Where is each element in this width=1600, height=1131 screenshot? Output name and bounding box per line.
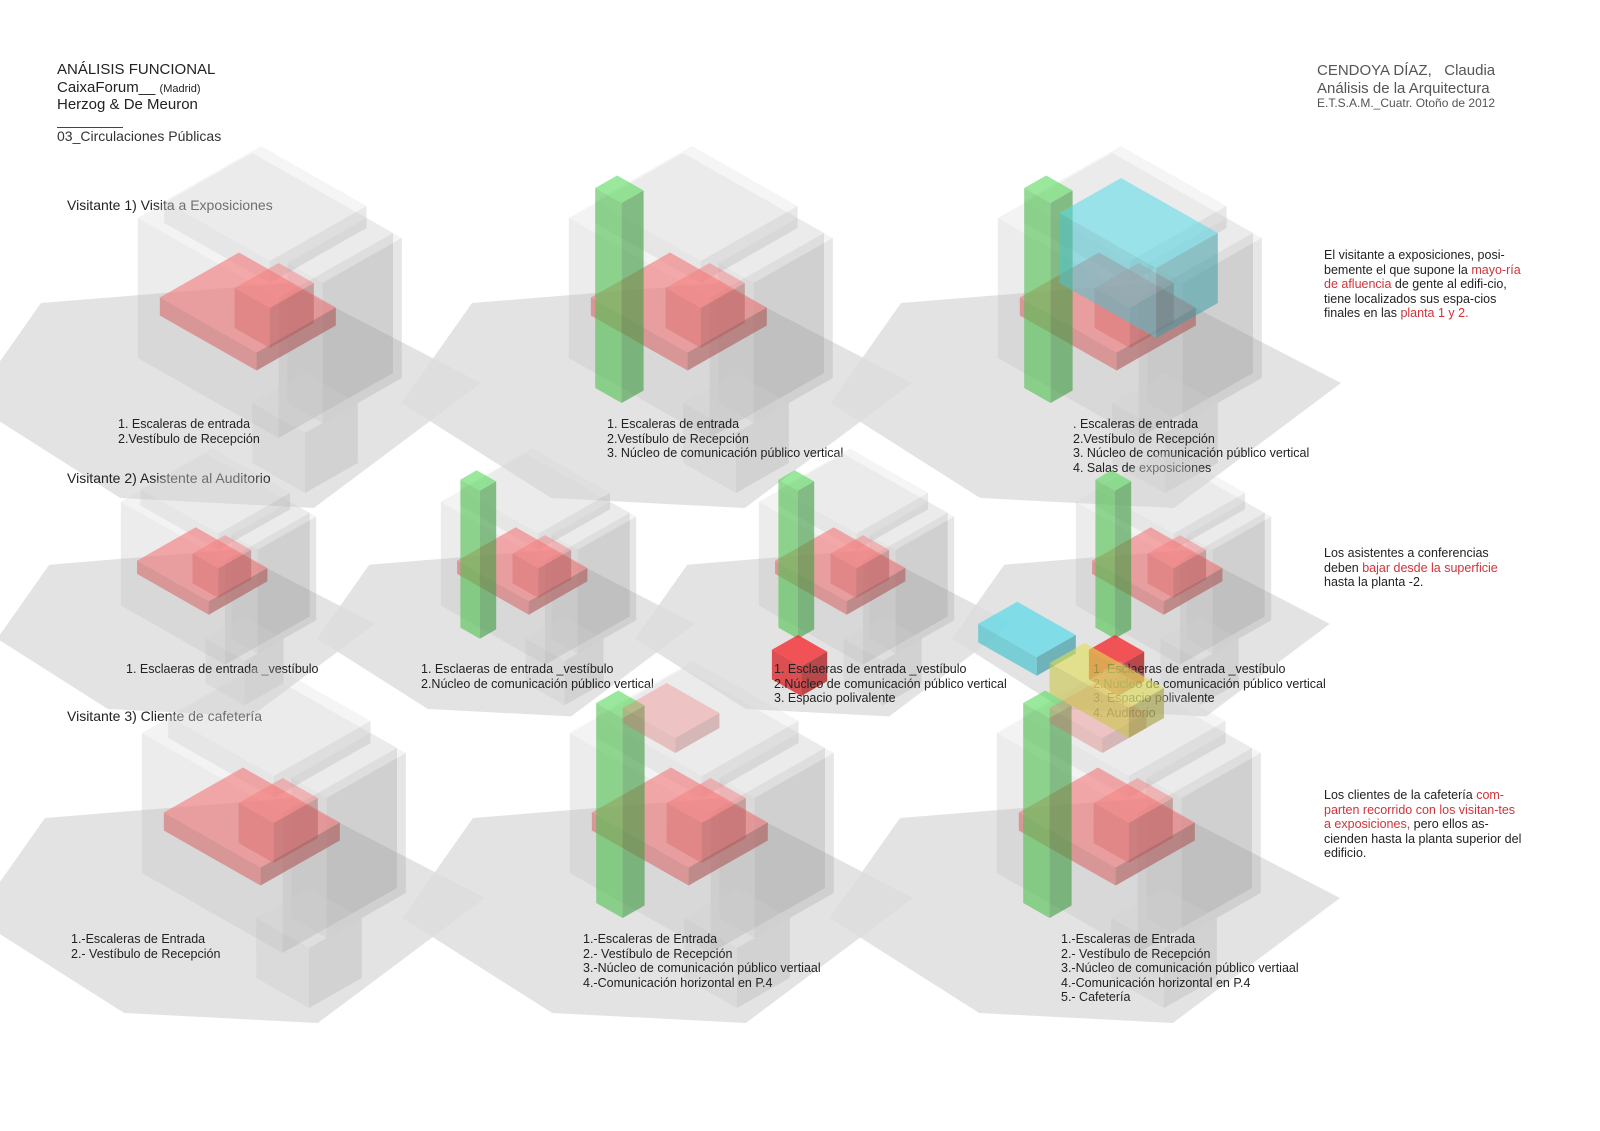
- author-surname: CENDOYA DÍAZ,: [1317, 62, 1432, 79]
- sheet-title: ANÁLISIS FUNCIONAL: [57, 61, 215, 79]
- caption-line: 4.-Comunicación horizontal en P.4: [583, 976, 821, 991]
- captions-v2-3: 1. Esclaeras de entrada _vestíbulo 2.Núc…: [774, 662, 1007, 706]
- vertical-core-volume: [1050, 706, 1072, 919]
- author-first-name: Claudia: [1444, 62, 1495, 79]
- captions-v1-1: 1. Escaleras de entrada 2.Vestíbulo de R…: [118, 417, 260, 446]
- caption-line: 5.- Cafetería: [1061, 990, 1299, 1005]
- vertical-core-volume: [1024, 188, 1050, 403]
- building-city: (Madrid): [160, 83, 201, 95]
- vertical-core-volume: [623, 706, 645, 919]
- note-text: hasta la planta -2.: [1324, 575, 1423, 589]
- caption-line: 3.-Núcleo de comunicación público vertia…: [1061, 961, 1299, 976]
- vertical-core-volume: [596, 703, 622, 918]
- caption-line: . Escaleras de entrada: [1073, 417, 1309, 432]
- author: CENDOYA DÍAZ, Claudia: [1317, 62, 1495, 80]
- vertical-core-volume: [480, 481, 496, 638]
- caption-line: 2.- Vestíbulo de Recepción: [1061, 947, 1299, 962]
- captions-v2-1: 1. Esclaeras de entrada _vestíbulo: [126, 662, 318, 677]
- caption-line: 1. Escaleras de entrada: [607, 417, 843, 432]
- school-term: E.T.S.A.M._Cuatr. Otoño de 2012: [1317, 96, 1495, 110]
- caption-line: 1. Escaleras de entrada: [118, 417, 260, 432]
- caption-line: 2.- Vestíbulo de Recepción: [583, 947, 821, 962]
- note-visitor-1: El visitante a exposiciones, posi-bement…: [1324, 248, 1524, 321]
- caption-line: 3. Núcleo de comunicación público vertic…: [607, 446, 843, 461]
- note-visitor-3: Los clientes de la cafetería com-parten …: [1324, 788, 1524, 861]
- captions-v2-2: 1. Esclaeras de entrada _vestíbulo 2.Núc…: [421, 662, 654, 691]
- captions-v3-3: 1.-Escaleras de Entrada 2.- Vestíbulo de…: [1061, 932, 1299, 1005]
- captions-v1-2: 1. Escaleras de entrada 2.Vestíbulo de R…: [607, 417, 843, 461]
- caption-line: 1.-Escaleras de Entrada: [71, 932, 220, 947]
- caption-line: 3.-Núcleo de comunicación público vertia…: [583, 961, 821, 976]
- diagram-v2-4: [1017, 488, 1353, 658]
- vertical-core-volume: [1095, 480, 1115, 639]
- vertical-core-volume: [460, 480, 480, 639]
- caption-line: 2.Vestíbulo de Recepción: [118, 432, 260, 447]
- caption-line: 1.-Escaleras de Entrada: [1061, 932, 1299, 947]
- note-visitor-2: Los asistentes a conferencias deben baja…: [1324, 546, 1524, 590]
- caption-line: 2.Vestíbulo de Recepción: [607, 432, 843, 447]
- captions-v3-2: 1.-Escaleras de Entrada 2.- Vestíbulo de…: [583, 932, 821, 990]
- vertical-core-volume: [778, 480, 798, 639]
- vertical-core-volume: [595, 188, 621, 403]
- note-highlight: bajar desde la superficie: [1362, 561, 1498, 575]
- caption-line: 2.- Vestíbulo de Recepción: [71, 947, 220, 962]
- caption-line: 1. Esclaeras de entrada _vestíbulo: [774, 662, 1007, 677]
- caption-line: 2.Vestíbulo de Recepción: [1073, 432, 1309, 447]
- note-highlight: planta 1 y 2.: [1400, 306, 1468, 320]
- caption-line: 3. Núcleo de comunicación público vertic…: [1073, 446, 1309, 461]
- caption-line: 2.Núcleo de comunicación público vertica…: [774, 677, 1007, 692]
- architects: Herzog & De Meuron: [57, 96, 198, 114]
- building-name-main: CaixaForum__: [57, 79, 155, 96]
- sheet-subtitle: 03_Circulaciones Públicas: [57, 128, 221, 144]
- caption-line: 1. Esclaeras de entrada _vestíbulo: [421, 662, 654, 677]
- vertical-core-volume: [798, 481, 814, 638]
- vertical-core-volume: [622, 191, 644, 404]
- caption-line: 3. Espacio polivalente: [774, 691, 1007, 706]
- vertical-core-volume: [1115, 481, 1131, 638]
- caption-line: 1.-Escaleras de Entrada: [583, 932, 821, 947]
- captions-v3-1: 1.-Escaleras de Entrada 2.- Vestíbulo de…: [71, 932, 220, 961]
- diagram-v3-3: [915, 715, 1375, 940]
- caption-line: 1. Esclaeras de entrada _vestíbulo: [126, 662, 318, 677]
- diagram-v1-3: [916, 200, 1376, 425]
- note-text: Los clientes de la cafetería: [1324, 788, 1476, 802]
- caption-line: 4.-Comunicación horizontal en P.4: [1061, 976, 1299, 991]
- caption-line: 2.Núcleo de comunicación público vertica…: [421, 677, 654, 692]
- vertical-core-volume: [1023, 703, 1049, 918]
